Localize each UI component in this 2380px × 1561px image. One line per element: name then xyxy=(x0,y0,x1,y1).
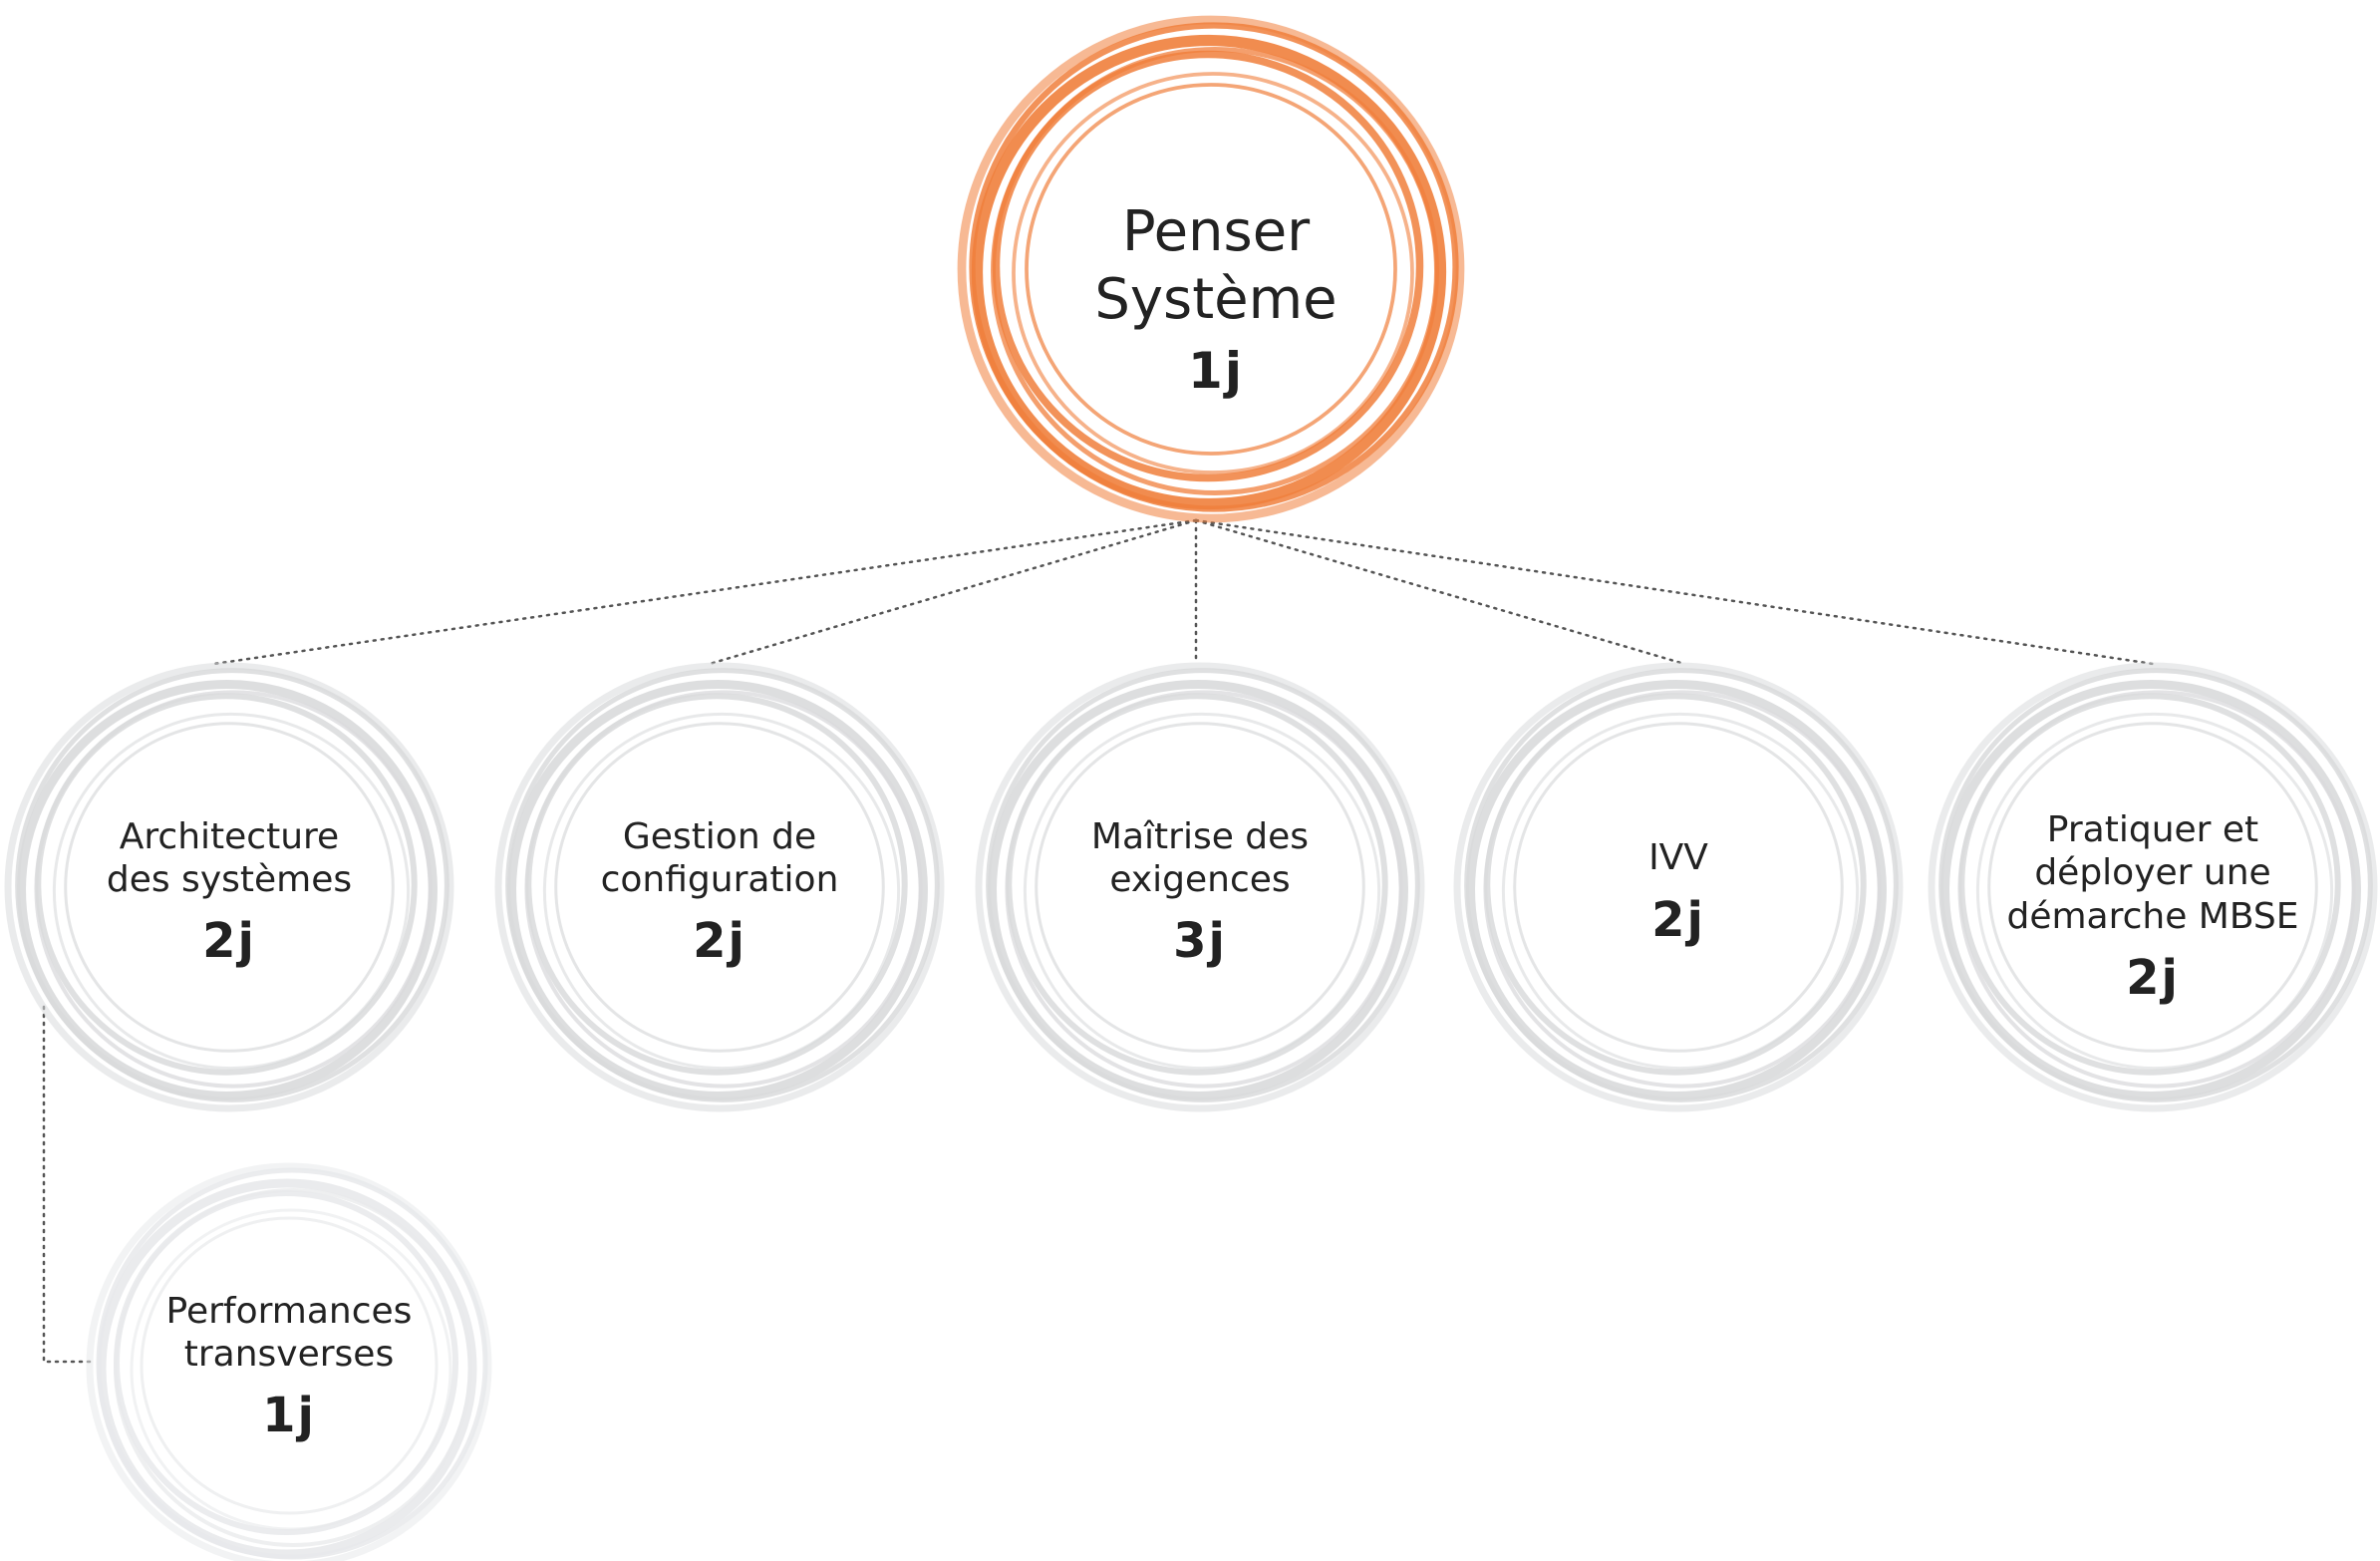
node-ivv[interactable]: IVV 2j xyxy=(1509,797,1848,987)
ring-configuration-stroke-0 xyxy=(494,662,945,1112)
ring-architecture-stroke-6 xyxy=(64,722,395,1053)
node-architecture-des-systemes[interactable]: Architecture des systèmes 2j xyxy=(60,778,399,1007)
connector-performances xyxy=(42,1005,94,1364)
connector-mbse xyxy=(1194,518,2155,666)
node-duration: 3j xyxy=(1173,913,1227,970)
ring-mbse-stroke-5 xyxy=(1975,712,2334,1071)
node-maitrise-des-exigences[interactable]: Maîtrise des exigences 3j xyxy=(1031,778,1369,1007)
node-label: IVV xyxy=(1648,837,1708,879)
ring-mbse xyxy=(1928,662,2378,1112)
ring-ivv-stroke-5 xyxy=(1501,712,1860,1071)
ring-ivv-stroke-2 xyxy=(1466,680,1887,1100)
ring-performances-stroke-2 xyxy=(97,1178,477,1559)
node-label: Architecture des systèmes xyxy=(106,815,353,900)
ring-ivv-stroke-6 xyxy=(1513,722,1844,1053)
ring-performances-stroke-6 xyxy=(140,1216,439,1515)
ring-penser-systeme-stroke-6 xyxy=(1025,83,1397,456)
node-duration: 1j xyxy=(262,1388,316,1444)
ring-configuration-stroke-6 xyxy=(554,722,885,1053)
connector-architecture xyxy=(212,518,1198,666)
ring-configuration-stroke-4 xyxy=(525,693,908,1076)
node-duration: 1j xyxy=(1188,342,1244,401)
ring-architecture-stroke-4 xyxy=(35,693,418,1076)
ring-architecture-stroke-5 xyxy=(52,712,411,1071)
ring-penser-systeme xyxy=(957,15,1465,523)
ring-configuration-stroke-2 xyxy=(507,680,928,1100)
ring-exigences-stroke-0 xyxy=(975,662,1425,1112)
ring-exigences-stroke-6 xyxy=(1035,722,1365,1053)
ring-penser-systeme-stroke-2 xyxy=(971,34,1447,510)
ring-performances-stroke-4 xyxy=(114,1190,458,1535)
ring-penser-systeme-stroke-4 xyxy=(992,50,1424,482)
ring-performances-stroke-0 xyxy=(86,1162,492,1561)
connector-ivv xyxy=(1194,518,1686,666)
connector-configuration xyxy=(708,518,1198,666)
ring-penser-systeme-stroke-0 xyxy=(957,15,1465,523)
ring-architecture-stroke-2 xyxy=(17,680,438,1100)
ring-exigences-stroke-4 xyxy=(1006,693,1388,1076)
node-label: Penser Système xyxy=(1094,198,1338,332)
ring-ivv xyxy=(1453,662,1904,1112)
ring-architecture xyxy=(4,662,454,1112)
node-duration: 2j xyxy=(1651,891,1705,948)
ring-mbse-stroke-4 xyxy=(1958,693,2341,1076)
ring-exigences-stroke-2 xyxy=(988,680,1408,1100)
ring-architecture-stroke-0 xyxy=(4,662,454,1112)
ring-ivv-stroke-4 xyxy=(1484,693,1867,1076)
node-pratiquer-mbse[interactable]: Pratiquer et déployer une démarche MBSE … xyxy=(1977,787,2328,1027)
node-label: Pratiquer et déployer une démarche MBSE xyxy=(2006,809,2299,937)
ring-configuration-stroke-5 xyxy=(542,712,901,1071)
node-penser-systeme[interactable]: Penser Système 1j xyxy=(1007,140,1425,459)
ring-penser-systeme-stroke-5 xyxy=(1012,72,1414,474)
node-duration: 2j xyxy=(2126,949,2180,1006)
ring-performances xyxy=(86,1162,492,1561)
ring-mbse-stroke-6 xyxy=(1987,722,2318,1053)
ring-ivv-stroke-0 xyxy=(1453,662,1904,1112)
ring-mbse-stroke-2 xyxy=(1940,680,2361,1100)
ring-exigences xyxy=(975,662,1425,1112)
ring-mbse-stroke-0 xyxy=(1928,662,2378,1112)
node-gestion-de-configuration[interactable]: Gestion de configuration 2j xyxy=(550,778,889,1007)
node-label: Maîtrise des exigences xyxy=(1090,815,1310,900)
node-duration: 2j xyxy=(693,913,746,970)
ring-configuration xyxy=(494,662,945,1112)
node-label: Performances transverses xyxy=(165,1290,413,1375)
node-performances-transverses[interactable]: Performances transverses 1j xyxy=(130,1252,448,1481)
node-duration: 2j xyxy=(202,913,256,970)
ring-performances-stroke-5 xyxy=(130,1208,452,1531)
node-label: Gestion de configuration xyxy=(600,815,839,900)
ring-exigences-stroke-5 xyxy=(1023,712,1381,1071)
